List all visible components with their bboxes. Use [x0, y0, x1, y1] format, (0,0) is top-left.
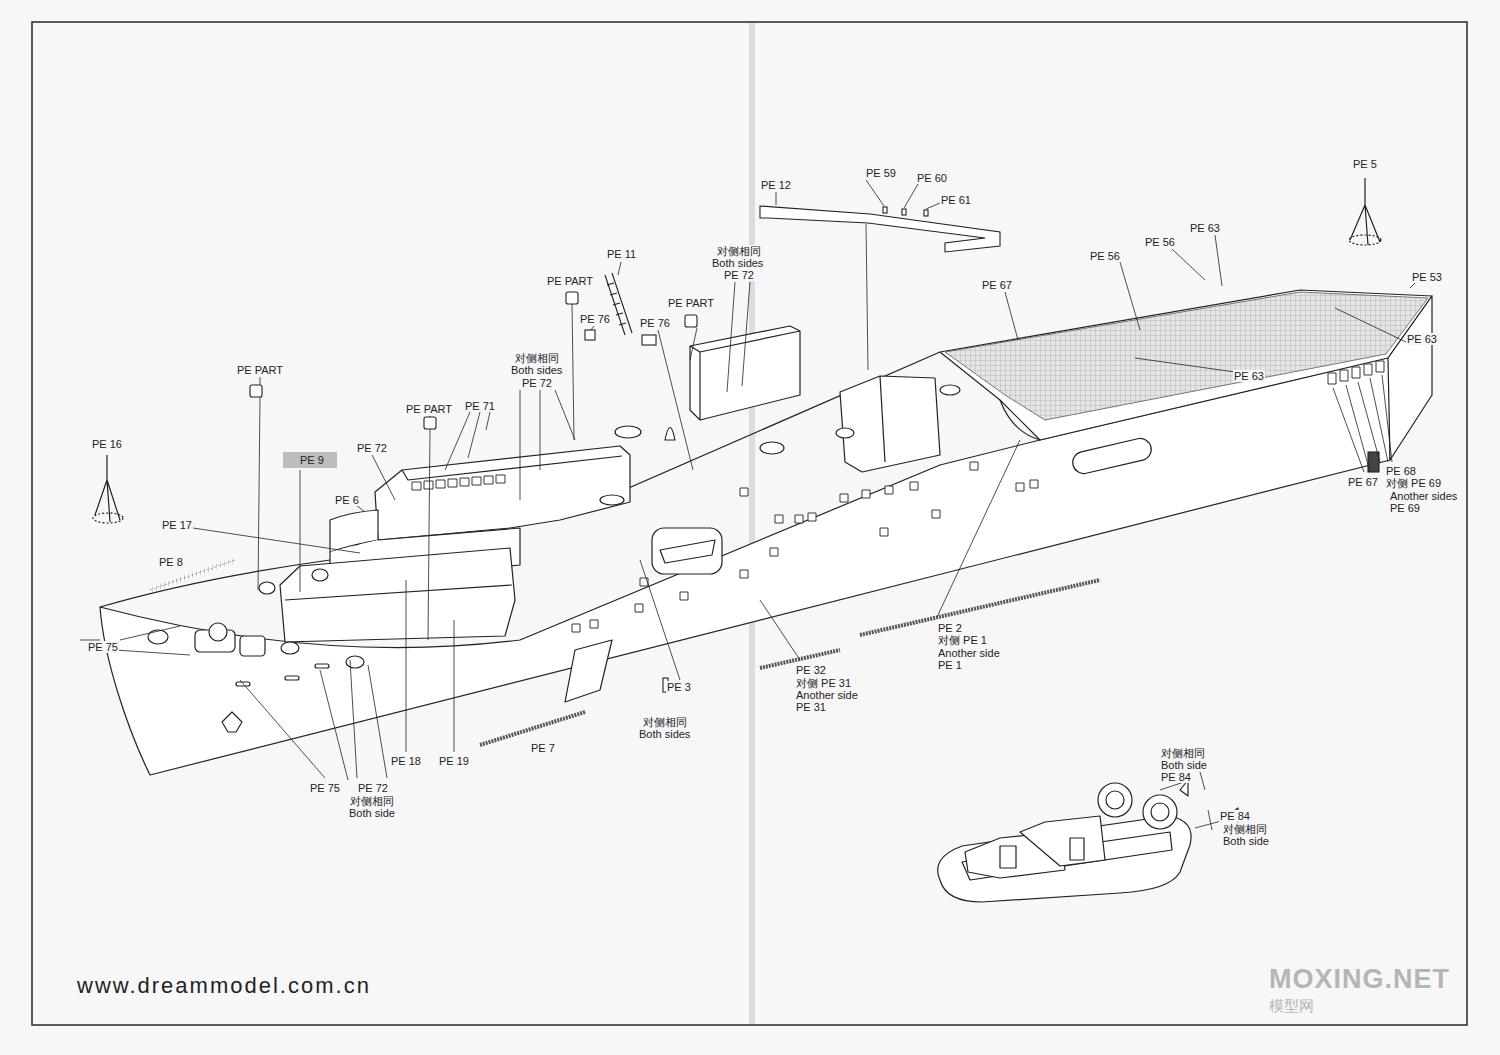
callout-number: PE 72: [521, 377, 553, 389]
callout-number: Both sides: [638, 728, 691, 740]
callout-number: PE 67: [1347, 476, 1379, 488]
callout-number: PE 63: [1233, 370, 1265, 382]
callout-number: PE PART: [546, 275, 594, 287]
callout-number: PE PART: [405, 403, 453, 415]
callout-number: Both side: [348, 807, 396, 819]
callout-number: PE 16: [91, 438, 123, 450]
callout-number: PE 2: [937, 622, 963, 634]
callout-number: PE 67: [981, 279, 1013, 291]
callout-number: PE 68: [1385, 465, 1417, 477]
leader-lines: [80, 180, 1415, 830]
callout-number: PE 71: [464, 400, 496, 412]
callout-number: PE 56: [1089, 250, 1121, 262]
callout-number: PE 12: [760, 179, 792, 191]
page-fold: [749, 23, 755, 1024]
hovercraft: [938, 780, 1238, 902]
tripod-mast: [93, 178, 1381, 523]
callout-number: Both sides: [510, 364, 563, 376]
callout-number: PE 60: [916, 172, 948, 184]
callout-number: PE 63: [1189, 222, 1221, 234]
callout-number: Both side: [1160, 759, 1208, 771]
callout-number: PE 76: [579, 313, 611, 325]
callout-number: 对侧相同: [349, 795, 395, 807]
callout-number: PE 18: [390, 755, 422, 767]
photo-etch-parts: [150, 206, 1379, 745]
callout-number: PE 76: [639, 317, 671, 329]
callout-number: PE 7: [530, 742, 556, 754]
callout-number: PE 72: [356, 442, 388, 454]
callout-number: PE PART: [236, 364, 284, 376]
callout-number: PE 84: [1160, 771, 1192, 783]
watermark: MOXING.NET: [1268, 965, 1451, 995]
callout-number: PE 61: [940, 194, 972, 206]
callout-number: PE 11: [606, 248, 637, 260]
callout-number: PE 75: [309, 782, 341, 794]
callout-number: Another side: [937, 647, 1001, 659]
callout-number: PE 32: [795, 664, 827, 676]
callout-number: 对侧 PE 1: [937, 634, 988, 646]
callout-number: Both sides: [711, 257, 764, 269]
callout-number: PE 63: [1406, 333, 1438, 345]
callout-number: PE 72: [723, 269, 755, 281]
callout-number: 对侧相同: [642, 716, 688, 728]
callout-number: PE 31: [795, 701, 827, 713]
callout-number: PE 59: [865, 167, 897, 179]
callout-number: Another sides: [1389, 490, 1458, 502]
ship-hull: [100, 290, 1432, 775]
callout-number: PE 1: [937, 659, 963, 671]
callout-number: PE 5: [1352, 158, 1378, 170]
callout-number: PE PART: [667, 297, 715, 309]
callout-number: PE 69: [1389, 502, 1421, 514]
callout-number: 对侧相同: [1160, 747, 1206, 759]
callout-number: PE 72: [357, 782, 389, 794]
callout-number: Both side: [1222, 835, 1270, 847]
callout-number: PE 19: [438, 755, 470, 767]
callout-number: PE 53: [1411, 271, 1443, 283]
callout-number: 对侧相同: [1222, 823, 1268, 835]
callout-number: PE 84: [1219, 810, 1251, 822]
page-frame: [32, 22, 1467, 1025]
website-url: www.dreammodel.com.cn: [76, 974, 372, 998]
callout-number: Another side: [795, 689, 859, 701]
callout-number: PE 8: [158, 556, 184, 568]
callout-number: PE 6: [334, 494, 360, 506]
callout-number: 对侧相同: [716, 245, 762, 257]
callout-number: 对侧 PE 69: [1385, 477, 1442, 489]
callout-number: 对侧相同: [514, 352, 560, 364]
callout-number: PE 56: [1144, 236, 1176, 248]
callout-number: PE 75: [87, 641, 119, 653]
callout-number: 对侧 PE 31: [795, 677, 852, 689]
callout-number: PE 9: [292, 453, 332, 467]
callout-number: PE 17: [161, 519, 193, 531]
callout-number: PE 3: [666, 681, 692, 693]
watermark: 模型网: [1268, 998, 1315, 1015]
